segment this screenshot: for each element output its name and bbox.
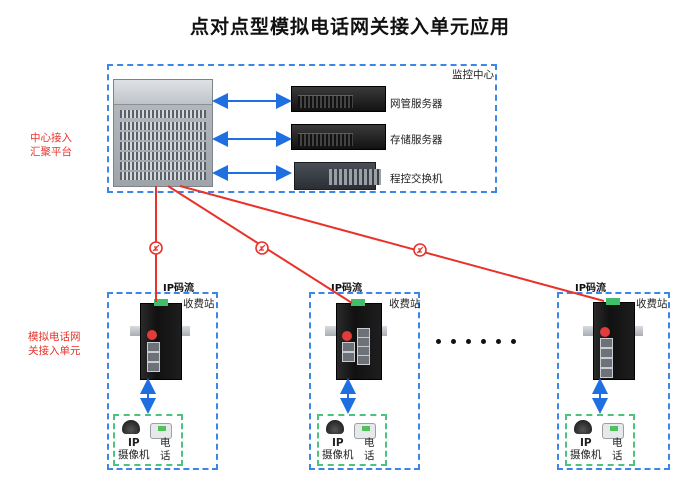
gateway-device-1 — [140, 299, 182, 380]
endpoint-frame-1 — [113, 414, 183, 466]
pbx-switch-label: 程控交换机 — [390, 173, 443, 185]
station-label-2: 收费站 — [389, 298, 421, 310]
pbx-switch-icon — [294, 162, 381, 190]
station-frame-3 — [557, 292, 670, 470]
aggregation-chassis — [113, 79, 213, 187]
phone-icon-2 — [354, 423, 376, 439]
phone-label-1: 电 话 — [160, 437, 171, 462]
station-label-3: 收费站 — [636, 298, 668, 310]
phone-icon-1 — [150, 423, 172, 439]
camera-label-1: IP 摄像机 — [118, 437, 150, 461]
ip-camera-icon-2 — [326, 420, 344, 434]
station-frame-1 — [107, 292, 218, 470]
ip-link-3 — [179, 185, 605, 302]
central-platform-label: 中心接入 汇聚平台 — [30, 132, 72, 158]
link-marker-icon-2 — [255, 241, 269, 255]
gateway-unit-label: 模拟电话网 关接入单元 — [28, 331, 81, 357]
diagram-title: 点对点型模拟电话网关接入单元应用 — [189, 16, 510, 38]
ip-camera-icon-3 — [574, 420, 592, 434]
phone-label-2: 电 话 — [364, 437, 375, 462]
endpoint-frame-2 — [317, 414, 387, 466]
nms-server-label: 网管服务器 — [390, 98, 443, 110]
ip-camera-icon-1 — [122, 420, 140, 434]
link-marker-icon-3 — [413, 243, 427, 257]
storage-server-label: 存储服务器 — [390, 134, 443, 146]
monitoring-center-label: 监控中心 — [452, 69, 494, 81]
station-label-1: 收费站 — [183, 298, 215, 310]
link-marker-icon-1 — [149, 241, 163, 255]
storage-server-icon — [291, 124, 386, 150]
more-stations-ellipsis — [436, 339, 516, 344]
camera-label-3: IP 摄像机 — [570, 437, 602, 461]
gateway-device-3 — [593, 298, 635, 380]
phone-label-3: 电 话 — [612, 437, 623, 462]
nms-server-icon — [291, 86, 386, 112]
phone-icon-3 — [602, 423, 624, 439]
gateway-device-2 — [336, 299, 382, 380]
ip-link-2 — [167, 185, 353, 304]
camera-label-2: IP 摄像机 — [322, 437, 354, 461]
endpoint-frame-3 — [565, 414, 635, 466]
